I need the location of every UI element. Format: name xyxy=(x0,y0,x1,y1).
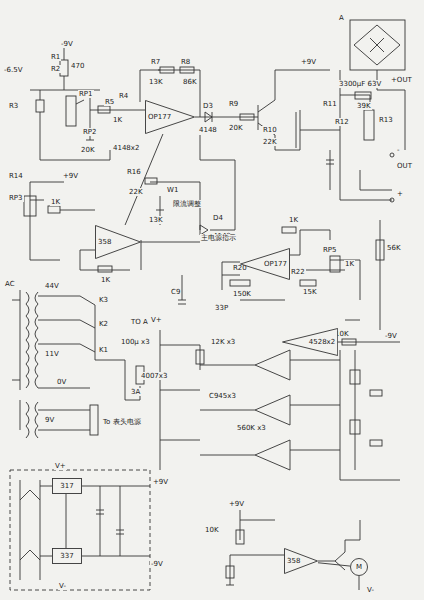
node-text: M xyxy=(356,563,362,571)
label-text: 44V xyxy=(44,282,60,290)
label-text: RP1 xyxy=(78,90,94,98)
label-text: -9V xyxy=(384,332,398,340)
ic-box: 337 xyxy=(52,548,82,564)
label-text: R14 xyxy=(8,172,24,180)
label-text: 1K xyxy=(288,216,299,224)
label-text: K3 xyxy=(98,296,109,304)
label-text: 11V xyxy=(44,350,60,358)
label-text: 4148 xyxy=(198,126,218,134)
label-text: R9 xyxy=(228,100,239,108)
label-text: R7 xyxy=(150,58,161,66)
label-text: V- xyxy=(58,582,67,590)
label-text: R22 xyxy=(290,268,306,276)
label-text: 13K xyxy=(148,216,164,224)
label-text: 1K xyxy=(100,276,111,284)
label-text: To 表头电源 xyxy=(102,418,142,426)
label-text: A xyxy=(338,14,345,22)
label-text: R10 xyxy=(262,126,278,134)
label-text: 86K xyxy=(182,78,198,86)
label-text: RP5 xyxy=(322,246,338,254)
label-text: V- xyxy=(366,586,375,594)
label-text: K1 xyxy=(98,346,109,354)
label-text: +9V xyxy=(152,478,169,486)
opamp-triangle: OP177 xyxy=(145,100,195,134)
label-text: TO A xyxy=(130,318,149,326)
label-text: 限流调整 xyxy=(172,200,202,208)
label-text: 150K xyxy=(232,290,252,298)
opamp-triangle: 358 xyxy=(284,548,318,574)
label-text: R11 xyxy=(322,100,338,108)
label-text: R3 xyxy=(8,102,19,110)
opamp-triangle: 358 xyxy=(95,225,141,259)
label-text: V+ xyxy=(150,316,163,324)
label-text: D4 xyxy=(212,214,224,222)
label-text: +9V xyxy=(300,58,317,66)
label-text: 12K x3 xyxy=(210,338,236,346)
label-text: R16 xyxy=(126,168,142,176)
node-text: 317 xyxy=(60,482,73,490)
label-text: 0V xyxy=(56,378,67,386)
label-text: +9V xyxy=(228,500,245,508)
node-text: 4528x2 xyxy=(309,338,335,346)
label-text: D3 xyxy=(202,102,214,110)
node-text: 358 xyxy=(287,557,300,565)
label-text: C9 xyxy=(170,288,181,296)
motor-circle: M xyxy=(350,558,368,576)
label-text: - xyxy=(396,146,401,154)
wire-connector xyxy=(318,563,350,566)
label-text: AC xyxy=(4,280,16,288)
opamp-triangle: OP177 xyxy=(240,248,290,280)
ic-box: 317 xyxy=(52,478,82,494)
label-text: 560K x3 xyxy=(236,424,267,432)
label-text: V+ xyxy=(54,462,67,470)
label-text: 3300μF 63V xyxy=(338,80,382,88)
label-text: 22K xyxy=(128,188,144,196)
label-text: R5 xyxy=(104,98,115,106)
label-text: OUT xyxy=(396,162,413,170)
label-text: 主电源指示 xyxy=(200,234,237,242)
label-text: 9V xyxy=(44,416,55,424)
label-text: -9V xyxy=(150,560,164,568)
label-text: 56K xyxy=(386,244,402,252)
opamp-triangle: 4528x2 xyxy=(282,328,338,356)
label-text: R1 xyxy=(50,53,61,61)
label-text: RP2 xyxy=(82,128,98,136)
label-text: -9V xyxy=(60,40,74,48)
node-text: 337 xyxy=(60,552,73,560)
label-text: W1 xyxy=(166,186,179,194)
label-text: +9V xyxy=(62,172,79,180)
label-text: R12 xyxy=(334,118,350,126)
label-text: + xyxy=(396,190,404,198)
label-text: 4148x2 xyxy=(112,144,140,152)
label-text: 13K xyxy=(148,78,164,86)
label-text: RP3 xyxy=(8,194,24,202)
node-text: OP177 xyxy=(148,113,171,121)
label-text: 470 xyxy=(70,62,85,70)
label-text: 20K xyxy=(80,146,96,154)
label-text: 39K xyxy=(356,102,372,110)
label-text: R8 xyxy=(180,58,191,66)
label-text: 15K xyxy=(302,288,318,296)
label-text: R2 xyxy=(50,65,61,73)
label-text: 100μ x3 xyxy=(120,338,151,346)
label-text: R4 xyxy=(118,92,129,100)
label-text: 4007x3 xyxy=(140,372,168,380)
label-text: K2 xyxy=(98,320,109,328)
label-text: 10K xyxy=(204,526,220,534)
label-text: 1K xyxy=(50,198,61,206)
label-text: 3A xyxy=(130,388,141,396)
node-text: OP177 xyxy=(264,260,287,268)
label-text: C945x3 xyxy=(208,392,237,400)
label-text: 33P xyxy=(214,304,229,312)
label-text: 1K xyxy=(344,260,355,268)
label-text: 22K xyxy=(262,138,278,146)
label-text: -6.5V xyxy=(3,66,23,74)
label-text: 20K xyxy=(228,124,244,132)
label-text: +OUT xyxy=(390,76,413,84)
label-text: 1K xyxy=(112,116,123,124)
label-text: R13 xyxy=(378,116,394,124)
node-text: 358 xyxy=(98,238,111,246)
